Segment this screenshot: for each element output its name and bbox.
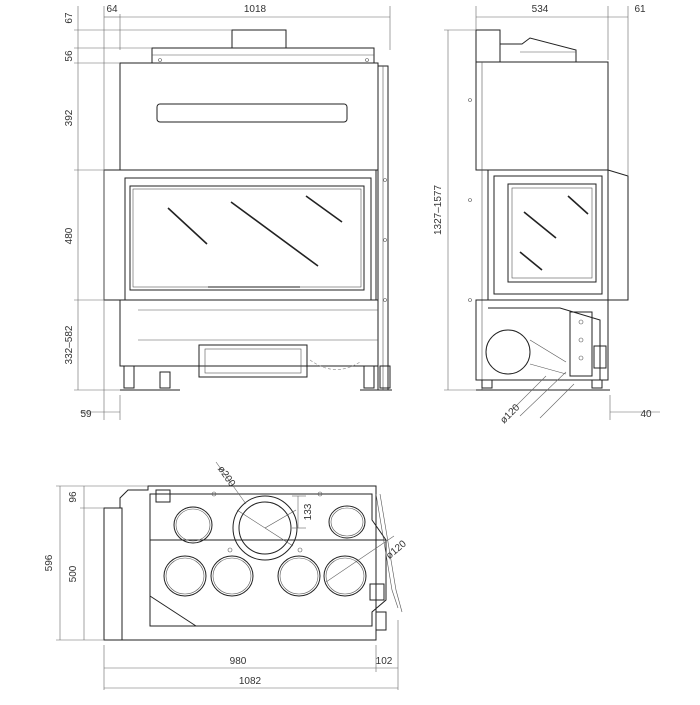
dim-side-duct: ø120 xyxy=(498,402,522,426)
dim-plan-depth-500: 500 xyxy=(68,565,79,582)
dim-plan-total-width: 1082 xyxy=(239,676,262,687)
dim-side-foot: 40 xyxy=(640,409,652,420)
dim-plan-offset: 133 xyxy=(303,503,314,520)
dim-plan-top-depth: 96 xyxy=(68,491,79,503)
plan-view xyxy=(103,461,403,641)
dim-front-width: 1018 xyxy=(244,4,267,15)
dim-plan-total-depth: 596 xyxy=(44,554,55,571)
dim-plan-width-extra: 102 xyxy=(376,656,393,667)
front-view xyxy=(103,29,392,391)
plan-dimensions: 96 500 596 ø200 133 ø120 980 102 1082 xyxy=(44,464,409,690)
dim-front-glass: 480 xyxy=(64,227,75,244)
dim-side-depth: 534 xyxy=(532,4,549,15)
dim-front-foot: 59 xyxy=(80,409,92,420)
dim-front-collar: 56 xyxy=(64,50,75,62)
dim-side-total-height: 1327–1577 xyxy=(433,185,444,235)
dim-plan-width: 980 xyxy=(230,656,247,667)
side-view xyxy=(468,29,629,419)
dim-front-top-height: 67 xyxy=(64,12,75,24)
front-dimensions: 64 1018 67 56 392 480 332–582 59 xyxy=(64,4,391,420)
dim-side-offset: 61 xyxy=(634,4,646,15)
dim-front-upper: 392 xyxy=(64,109,75,126)
dim-front-base: 332–582 xyxy=(64,325,75,364)
dim-front-top-gap: 64 xyxy=(106,4,118,15)
side-dimensions: 534 61 1327–1577 40 ø120 xyxy=(433,4,660,426)
